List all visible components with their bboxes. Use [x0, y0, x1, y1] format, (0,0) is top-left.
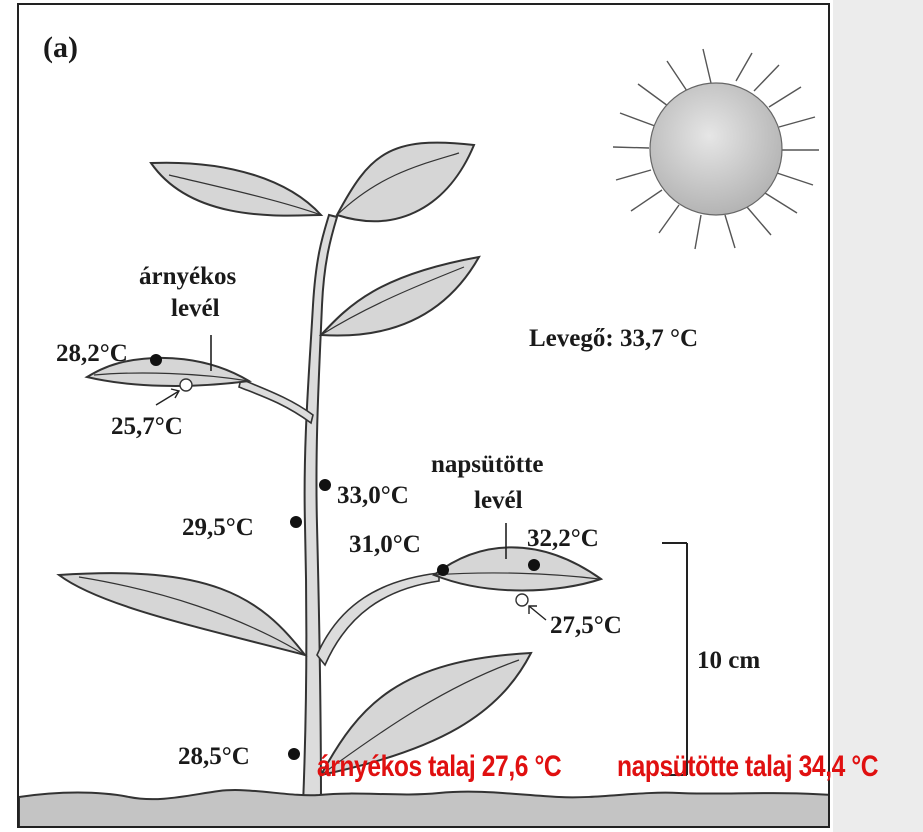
leaf-lower-right [319, 651, 533, 777]
leaf-middle-right [318, 255, 481, 337]
air-temperature: Levegő: 33,7 °C [529, 325, 698, 352]
shaded-leaf-upper-temp: 28,2°C [56, 340, 128, 367]
scale-bar-label: 10 cm [697, 647, 761, 674]
sunlit-leaf-label-line2: levél [474, 487, 523, 514]
leaf-top-right [335, 141, 476, 223]
sunlit-soil-temperature: napsütötte talaj 34,4 °C [617, 750, 879, 783]
dot-sunlit-base [437, 564, 449, 576]
dot-sunlit-lower [515, 593, 529, 607]
dot-shaded-lower [179, 378, 193, 392]
shaded-leaf [84, 356, 252, 387]
sunlit-leaf-upper-temp: 32,2°C [527, 525, 599, 552]
dot-stem-upper [319, 479, 331, 491]
sunlit-leaf-label-line1: napsütötte [431, 451, 544, 478]
leaf-top-left [149, 161, 324, 217]
soil [19, 789, 828, 826]
dot-stem-base [288, 748, 300, 760]
shaded-soil-temperature: árnyékos talaj 27,6 °C [317, 750, 562, 783]
shaded-leaf-label-line2: levél [171, 295, 220, 322]
panel-label: (a) [43, 31, 78, 64]
measurement-points [150, 354, 540, 760]
right-margin-strip [833, 0, 923, 832]
dot-shaded-upper [150, 354, 162, 366]
figure-panel: (a) árnyékos levél 28,2°C 25,7°C Levegő:… [17, 3, 830, 828]
sunlit-leaf [432, 546, 604, 592]
stem-middle-temp: 29,5°C [182, 514, 254, 541]
dot-sunlit-upper [528, 559, 540, 571]
shaded-leaf-branch [238, 377, 314, 425]
scale-bar [662, 542, 688, 776]
plant-stem [301, 213, 339, 806]
shaded-leaf-label-line1: árnyékos [139, 263, 237, 290]
sunlit-leaf-branch [316, 572, 440, 667]
stem-base-temp: 28,5°C [178, 743, 250, 770]
sunlit-leaf-lower-temp: 27,5°C [550, 612, 622, 639]
leaf-lower-left [56, 572, 308, 657]
sun-icon [612, 48, 819, 250]
plant-illustration [19, 48, 828, 826]
sunlit-leaf-base-temp: 31,0°C [349, 531, 421, 558]
stem-upper-temp: 33,0°C [337, 482, 409, 509]
dot-stem-middle [290, 516, 302, 528]
shaded-leaf-lower-temp: 25,7°C [111, 413, 183, 440]
